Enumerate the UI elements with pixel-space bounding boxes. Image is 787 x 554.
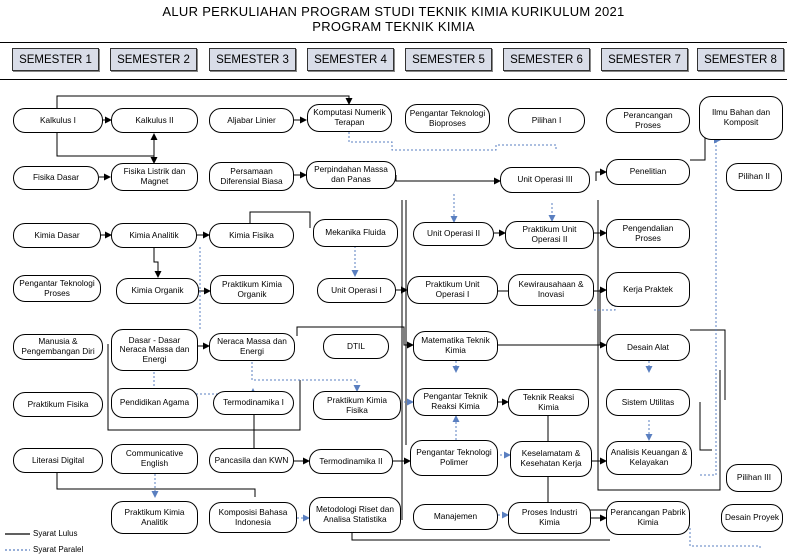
course-fisika-listrik-magnet[interactable]: Fisika Listrik dan Magnet bbox=[111, 163, 198, 191]
course-kerja-praktek[interactable]: Kerja Praktek bbox=[606, 272, 690, 307]
course-sistem-utilitas[interactable]: Sistem Utilitas bbox=[606, 389, 690, 416]
course-pancasila-kwn[interactable]: Pancasila dan KWN bbox=[209, 448, 294, 473]
course-metodologi-riset[interactable]: Metodologi Riset dan Analisa Statistika bbox=[309, 497, 401, 533]
link-utilitas bbox=[699, 402, 712, 451]
course-pilihan2[interactable]: Pilihan II bbox=[726, 163, 782, 191]
course-pengantar-teknologi-proses[interactable]: Pengantar Teknologi Proses bbox=[13, 275, 101, 302]
semester-1-header: SEMESTER 1 bbox=[12, 48, 99, 71]
link-kalkulus1-komputasi bbox=[56, 95, 353, 108]
link-neraca-matematika bbox=[296, 326, 414, 349]
course-unit-operasi3[interactable]: Unit Operasi III bbox=[500, 167, 590, 193]
course-analisis-keuangan-kelayakan[interactable]: Analisis Keuangan & Kelayakan bbox=[606, 441, 692, 475]
course-fisika-dasar[interactable]: Fisika Dasar bbox=[13, 166, 99, 190]
course-kewirausahaan-inovasi[interactable]: Kewirausahaan & Inovasi bbox=[508, 274, 594, 306]
course-ilmu-bahan-komposit[interactable]: Ilmu Bahan dan Komposit bbox=[699, 96, 783, 140]
course-manajemen[interactable]: Manajemen bbox=[413, 504, 498, 530]
semester-2-header: SEMESTER 2 bbox=[110, 48, 197, 71]
course-kimia-fisika[interactable]: Kimia Fisika bbox=[209, 223, 294, 248]
course-kimia-analitik[interactable]: Kimia Analitik bbox=[111, 223, 197, 248]
semester-4-header: SEMESTER 4 bbox=[307, 48, 394, 71]
course-matematika-teknik-kimia[interactable]: Matematika Teknik Kimia bbox=[413, 331, 498, 361]
course-pengantar-teknik-reaksi-kimia[interactable]: Pengantar Teknik Reaksi Kimia bbox=[413, 388, 498, 416]
top-divider bbox=[0, 42, 787, 43]
course-praktikum-unit-operasi1[interactable]: Praktikum Unit Operasi I bbox=[407, 276, 498, 304]
course-praktikum-fisika[interactable]: Praktikum Fisika bbox=[13, 392, 103, 417]
link-paralel-prakkimfis bbox=[251, 358, 361, 392]
link-uo3-penelitian bbox=[595, 168, 607, 181]
course-perancangan-proses[interactable]: Perancangan Proses bbox=[606, 108, 690, 133]
link-desain-alat-out bbox=[690, 329, 726, 400]
course-aljabar-linier[interactable]: Aljabar Linier bbox=[209, 108, 294, 133]
vertical-s2 bbox=[107, 344, 301, 431]
semester-8-header: SEMESTER 8 bbox=[697, 48, 784, 71]
link-perpindahan-uo3 bbox=[395, 175, 501, 185]
chart-title-line2: PROGRAM TEKNIK KIMIA bbox=[312, 19, 475, 34]
course-pilihan3[interactable]: Pilihan III bbox=[726, 464, 782, 492]
course-desain-alat[interactable]: Desain Alat bbox=[606, 334, 690, 361]
course-communicative-english[interactable]: Communicative English bbox=[111, 444, 198, 474]
link-kalkulus1-fisika-listrik bbox=[56, 132, 158, 164]
course-persamaan-diferensial-biasa[interactable]: Persamaan Diferensial Biasa bbox=[209, 162, 294, 191]
semester-7-header: SEMESTER 7 bbox=[601, 48, 688, 71]
course-manusia-pengembangan-diri[interactable]: Manusia & Pengembangan Diri bbox=[13, 334, 103, 360]
bottom-divider bbox=[0, 79, 787, 80]
course-praktikum-kimia-organik[interactable]: Praktikum Kimia Organik bbox=[210, 275, 294, 304]
course-proses-industri-kimia[interactable]: Proses Industri Kimia bbox=[508, 502, 591, 534]
vertical-s7 bbox=[597, 200, 721, 491]
link-kimiafisika-mekanika bbox=[249, 211, 311, 228]
semester-6-header: SEMESTER 6 bbox=[503, 48, 590, 71]
course-praktikum-kimia-fisika[interactable]: Praktikum Kimia Fisika bbox=[313, 391, 401, 420]
course-komputasi-numerik[interactable]: Komputasi Numerik Terapan bbox=[307, 104, 392, 132]
course-literasi-digital[interactable]: Literasi Digital bbox=[13, 448, 103, 473]
course-kalkulus2[interactable]: Kalkulus II bbox=[111, 108, 198, 133]
link-paralel-kewira bbox=[594, 299, 619, 311]
course-dtil[interactable]: DTIL bbox=[323, 334, 389, 359]
course-desain-proyek[interactable]: Desain Proyek bbox=[721, 504, 783, 532]
link-metodologi-pabrik bbox=[351, 533, 610, 541]
course-perpindahan-massa-panas[interactable]: Perpindahan Massa dan Panas bbox=[306, 161, 396, 189]
course-kalkulus1[interactable]: Kalkulus I bbox=[13, 108, 103, 133]
course-keselamatan-kesehatan-kerja[interactable]: Keselamatam & Kesehatan Kerja bbox=[510, 441, 592, 477]
course-penelitian[interactable]: Penelitian bbox=[606, 159, 690, 185]
course-komposisi-bahasa-indonesia[interactable]: Komposisi Bahasa Indonesia bbox=[209, 502, 297, 533]
course-unit-operasi1[interactable]: Unit Operasi I bbox=[317, 278, 396, 303]
course-pilihan1[interactable]: Pilihan I bbox=[508, 108, 585, 133]
link-kimiaanalitik-kimiaorganik bbox=[153, 247, 162, 278]
course-termodinamika2[interactable]: Termodinamika II bbox=[309, 449, 393, 474]
course-unit-operasi2[interactable]: Unit Operasi II bbox=[413, 222, 494, 246]
course-mekanika-fluida[interactable]: Mekanika Fluida bbox=[313, 219, 398, 247]
legend-syarat-paralel: Syarat Paralel bbox=[33, 545, 84, 554]
course-pengantar-bioproses[interactable]: Pengantar Teknologi Bioproses bbox=[405, 104, 490, 133]
chart-title-line1: ALUR PERKULIAHAN PROGRAM STUDI TEKNIK KI… bbox=[162, 4, 625, 19]
semester-5-header: SEMESTER 5 bbox=[405, 48, 492, 71]
course-kimia-dasar[interactable]: Kimia Dasar bbox=[13, 223, 101, 248]
course-pendidikan-agama[interactable]: Pendidikan Agama bbox=[111, 388, 198, 418]
semester-3-header: SEMESTER 3 bbox=[209, 48, 296, 71]
link-paralel-komputasi bbox=[348, 132, 557, 151]
link-paralel-ilmubahan bbox=[700, 136, 721, 476]
course-kimia-organik[interactable]: Kimia Organik bbox=[116, 278, 199, 304]
course-pengantar-teknologi-polimer[interactable]: Pengantar Teknologi Polimer bbox=[410, 440, 498, 476]
legend-syarat-lulus: Syarat Lulus bbox=[33, 529, 78, 538]
course-neraca-massa-energi[interactable]: Neraca Massa dan Energi bbox=[209, 333, 295, 361]
course-teknik-reaksi-kimia[interactable]: Teknik Reaksi Kimia bbox=[508, 389, 589, 416]
link-literasi bbox=[56, 473, 256, 497]
link-paralel-desainproyek bbox=[689, 528, 761, 548]
course-pengendalian-proses[interactable]: Pengendalian Proses bbox=[606, 219, 690, 248]
course-praktikum-kimia-analitik[interactable]: Praktikum Kimia Analitik bbox=[111, 501, 198, 534]
course-dasar-neraca-massa-energi[interactable]: Dasar - Dasar Neraca Massa dan Energi bbox=[111, 329, 198, 371]
course-termodinamika1[interactable]: Termodinamika I bbox=[213, 391, 294, 415]
course-praktikum-unit-operasi2[interactable]: Praktikum Unit Operasi II bbox=[505, 221, 594, 249]
course-perancangan-pabrik-kimia[interactable]: Perancangan Pabrik Kimia bbox=[606, 501, 690, 535]
